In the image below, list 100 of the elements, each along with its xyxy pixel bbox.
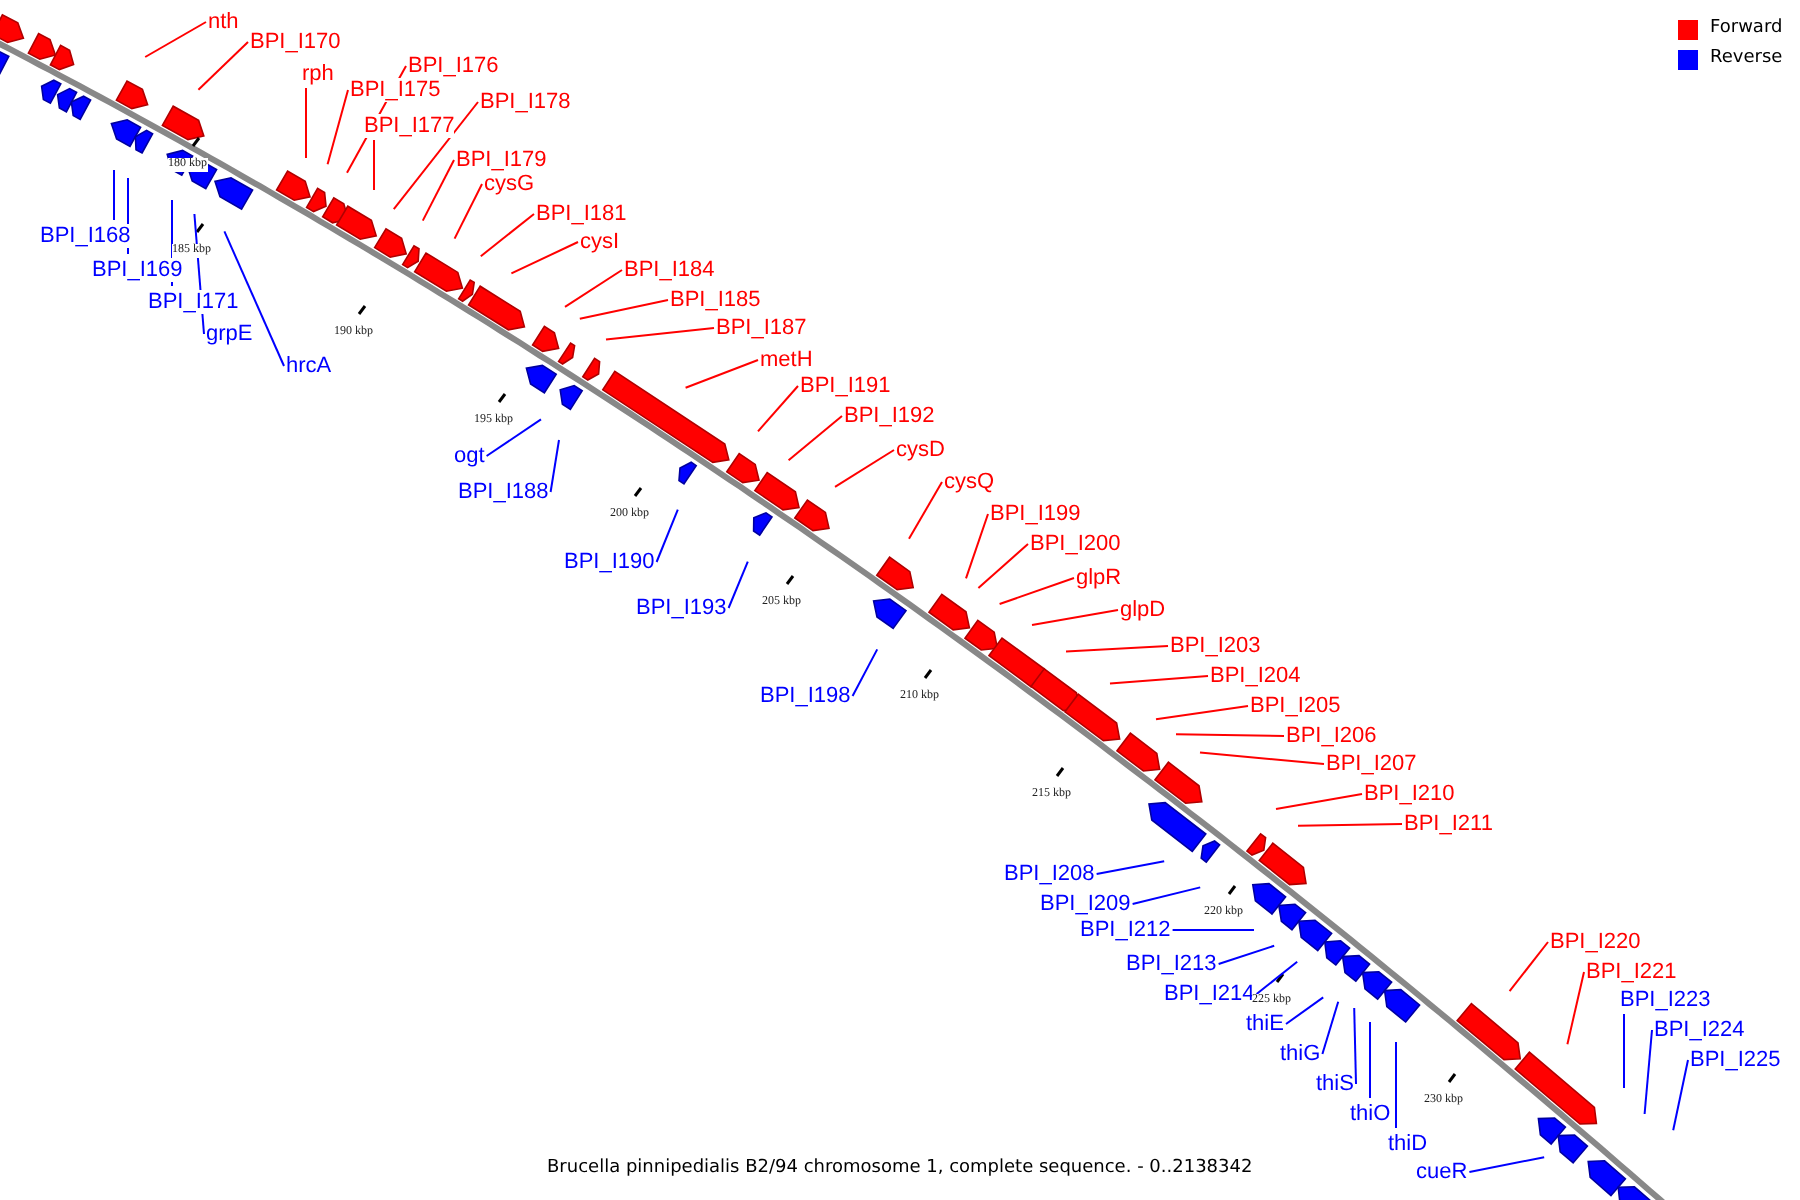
gene-label: rph bbox=[302, 62, 334, 86]
gene-label: BPI_I181 bbox=[536, 202, 627, 226]
gene-label: BPI_I206 bbox=[1286, 724, 1377, 748]
gene-label: BPI_I212 bbox=[1080, 918, 1171, 942]
leader-line bbox=[965, 513, 989, 580]
gene-label: ogt bbox=[454, 444, 485, 468]
gene-label: cysD bbox=[896, 438, 945, 462]
gene-label: BPI_I169 bbox=[92, 258, 183, 282]
gene-label: BPI_I204 bbox=[1210, 664, 1301, 688]
gene-label: BPI_I210 bbox=[1364, 782, 1455, 806]
leader-line bbox=[834, 449, 895, 488]
gene-label: BPI_I209 bbox=[1040, 892, 1131, 916]
leader-line bbox=[113, 169, 115, 221]
leader-line bbox=[549, 439, 560, 493]
gene-label: BPI_I224 bbox=[1654, 1018, 1745, 1042]
leader-line bbox=[1131, 886, 1202, 905]
gene-label: nth bbox=[208, 10, 239, 34]
gene-label: BPI_I223 bbox=[1620, 988, 1711, 1012]
leader-line bbox=[144, 21, 207, 58]
gene-label: BPI_I187 bbox=[716, 316, 807, 340]
gene-label: BPI_I192 bbox=[844, 404, 935, 428]
gene-label: thiD bbox=[1388, 1132, 1428, 1156]
leader-line bbox=[1109, 675, 1209, 685]
leader-line bbox=[197, 41, 249, 91]
gene-label: BPI_I170 bbox=[250, 30, 341, 54]
leader-line bbox=[655, 508, 679, 563]
caption: Brucella pinnipedialis B2/94 chromosome 1, complete sequence. - 0..2138342 bbox=[547, 1158, 1253, 1180]
leader-line bbox=[1255, 960, 1299, 995]
legend-label: Forward bbox=[1710, 18, 1783, 40]
gene-label: BPI_I188 bbox=[458, 480, 549, 504]
gene-label: BPI_I200 bbox=[1030, 532, 1121, 556]
leader-line bbox=[1369, 1021, 1371, 1099]
leader-line bbox=[1285, 996, 1325, 1025]
gene-label: thiG bbox=[1280, 1042, 1321, 1066]
gene-label: BPI_I193 bbox=[636, 596, 727, 620]
gene-label: BPI_I184 bbox=[624, 258, 715, 282]
gene-label: grpE bbox=[206, 322, 253, 346]
leader-line bbox=[373, 139, 375, 191]
gene-label: cueR bbox=[1416, 1160, 1468, 1184]
gene-label: hrcA bbox=[286, 354, 332, 378]
leader-line bbox=[851, 648, 879, 697]
leader-line bbox=[1095, 860, 1166, 875]
gene-label: cysI bbox=[580, 230, 620, 254]
gene-label: cysQ bbox=[944, 470, 995, 494]
leader-line bbox=[392, 101, 479, 211]
legend-label: Reverse bbox=[1710, 48, 1783, 70]
gene-label: cysG bbox=[484, 172, 535, 196]
leader-line bbox=[1199, 751, 1325, 765]
leader-line bbox=[977, 543, 1029, 589]
leader-line bbox=[1623, 1013, 1625, 1089]
leader-line bbox=[1672, 1059, 1689, 1132]
gene-label: BPI_I225 bbox=[1690, 1048, 1781, 1072]
leader-line bbox=[1217, 944, 1276, 965]
leader-line bbox=[1353, 1007, 1357, 1085]
gene-label: BPI_I190 bbox=[564, 550, 655, 574]
gene-label: BPI_I221 bbox=[1586, 960, 1677, 984]
leader-line bbox=[479, 213, 535, 258]
leader-line bbox=[223, 230, 285, 367]
gene-label: metH bbox=[760, 348, 813, 372]
gene-label: BPI_I205 bbox=[1250, 694, 1341, 718]
gene-label: BPI_I214 bbox=[1164, 982, 1255, 1006]
gene-label: BPI_I208 bbox=[1004, 862, 1095, 886]
leader-line bbox=[908, 481, 943, 540]
leader-line bbox=[1508, 941, 1549, 993]
leader-line bbox=[1321, 1000, 1340, 1055]
leader-line bbox=[1155, 705, 1249, 721]
leader-line bbox=[757, 385, 799, 433]
leader-line bbox=[485, 418, 542, 457]
gene-label: BPI_I213 bbox=[1126, 952, 1217, 976]
leader-line bbox=[1395, 1041, 1397, 1129]
leader-line bbox=[1031, 609, 1119, 626]
leader-line bbox=[727, 560, 749, 609]
gene-label: BPI_I185 bbox=[670, 288, 761, 312]
leader-line bbox=[305, 87, 307, 159]
leader-line bbox=[1275, 793, 1363, 810]
leader-line bbox=[684, 359, 759, 389]
leader-line bbox=[1468, 1156, 1546, 1173]
gene-label: thiE bbox=[1246, 1012, 1284, 1036]
leader-line bbox=[1171, 929, 1255, 931]
leader-line bbox=[1297, 823, 1403, 827]
gene-label: glpD bbox=[1120, 598, 1166, 622]
leader-line bbox=[1643, 1029, 1653, 1115]
gene-label: BPI_I175 bbox=[350, 78, 441, 102]
leader-line bbox=[787, 415, 843, 462]
gene-label: thiS bbox=[1316, 1072, 1354, 1096]
gene-label: BPI_I203 bbox=[1170, 634, 1261, 658]
leader-line bbox=[578, 299, 669, 320]
leader-line bbox=[564, 269, 623, 308]
gene-label: BPI_I178 bbox=[480, 90, 571, 114]
leader-line bbox=[421, 159, 455, 222]
gene-label: BPI_I220 bbox=[1550, 930, 1641, 954]
gene-label: glpR bbox=[1076, 566, 1122, 590]
leader-line bbox=[1566, 971, 1585, 1046]
gene-label: BPI_I211 bbox=[1404, 812, 1493, 836]
gene-label: BPI_I177 bbox=[364, 114, 455, 138]
gene-label: BPI_I198 bbox=[760, 684, 851, 708]
leader-line bbox=[1175, 733, 1285, 737]
gene-label: BPI_I199 bbox=[990, 502, 1081, 526]
gene-label: thiO bbox=[1350, 1102, 1391, 1126]
gene-label: BPI_I179 bbox=[456, 148, 547, 172]
